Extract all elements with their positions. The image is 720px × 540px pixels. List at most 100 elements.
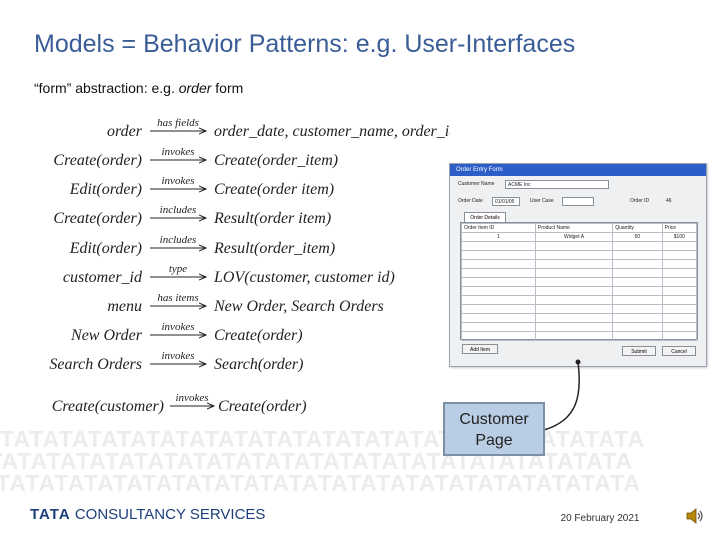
grid-cell: [612, 295, 663, 305]
grid-cell: [661, 241, 698, 251]
order-date-field[interactable]: 01/01/05: [492, 197, 520, 206]
order-id-label: Order ID: [630, 198, 650, 204]
grid-cell: [534, 304, 614, 314]
grid-cell: [612, 268, 663, 278]
table-row[interactable]: [461, 313, 698, 323]
mapping-target: Result(order_item): [213, 240, 335, 257]
grid-cell: [612, 241, 663, 251]
submit-button[interactable]: Submit: [622, 346, 656, 356]
table-row[interactable]: [461, 322, 698, 332]
grid-cell: [461, 304, 536, 314]
table-row[interactable]: [461, 250, 698, 260]
logo-rest: CONSULTANCY SERVICES: [74, 506, 266, 523]
grid-cell: [534, 250, 614, 260]
grid-cell: [534, 295, 614, 305]
mapping-relation: has fields: [157, 117, 199, 129]
grid-cell: [661, 250, 698, 260]
grid-cell: [612, 259, 663, 269]
grid-cell: $100: [661, 232, 698, 242]
grid-cell: [534, 313, 614, 323]
mapping-target: Result(order item): [213, 210, 331, 227]
mapping-relation: invokes: [162, 321, 195, 333]
grid-cell: [661, 286, 698, 296]
order-date-label: Order Date: [458, 198, 483, 204]
mapping-source: menu: [107, 298, 142, 315]
add-item-button[interactable]: Add Item: [462, 344, 498, 354]
mapping-relation: invokes: [176, 392, 209, 404]
pattern-line: TATATATATATATATATATATATATATATATATATATATA…: [0, 470, 642, 496]
grid-cell: [461, 277, 536, 287]
grid-header-cell: Quantity: [612, 223, 663, 233]
grid-cell: [461, 322, 536, 332]
form-title-bar: Order Entry Form: [450, 164, 706, 176]
mapping-relation: includes: [160, 204, 197, 216]
grid-cell: [661, 295, 698, 305]
grid-cell: Widget A: [534, 232, 614, 242]
table-row[interactable]: [461, 277, 698, 287]
grid-cell: [461, 250, 536, 260]
tab-order-details[interactable]: Order Details: [464, 212, 506, 223]
grid-cell: [461, 286, 536, 296]
subtitle-emphasis: order: [178, 80, 212, 96]
brand-pattern-background: TATATATATATATATATATATATATATATATATATATATA…: [0, 428, 720, 498]
mapping-relation: type: [169, 263, 187, 275]
grid-cell: [534, 241, 614, 251]
mapping-relation: includes: [160, 234, 197, 246]
table-row[interactable]: [461, 241, 698, 251]
grid-cell: [461, 295, 536, 305]
table-row[interactable]: [461, 304, 698, 314]
callout-line-1: Customer: [459, 411, 529, 428]
grid-cell: [612, 277, 663, 287]
user-case-field[interactable]: [562, 197, 594, 206]
customer-label: Customer Name: [458, 181, 495, 187]
mapping-source: Edit(order): [69, 240, 142, 257]
mapping-source: Create(customer): [52, 398, 164, 415]
grid-cell: [461, 331, 536, 341]
table-row[interactable]: [461, 295, 698, 305]
mapping-relation: invokes: [162, 350, 195, 362]
customer-page-callout: Customer Page: [443, 402, 545, 456]
slide-subtitle: “form” abstraction: e.g. order form: [34, 80, 243, 96]
mapping-target: Create(order): [218, 398, 307, 415]
grid-cell: [612, 331, 663, 341]
mapping-source: customer_id: [63, 269, 143, 286]
grid-cell: [612, 304, 663, 314]
grid-header-cell: Product Name: [534, 223, 614, 233]
customer-select[interactable]: ACME Inc: [505, 180, 609, 189]
grid-cell: [661, 331, 698, 341]
slide-title: Models = Behavior Patterns: e.g. User-In…: [34, 30, 576, 58]
table-row[interactable]: [461, 286, 698, 296]
mapping-source: New Order: [70, 327, 143, 344]
customer-value: ACME Inc: [508, 182, 531, 188]
grid-cell: [534, 322, 614, 332]
company-logo: TATA CONSULTANCY SERVICES: [30, 506, 265, 523]
grid-cell: [612, 322, 663, 332]
grid-cell: [461, 313, 536, 323]
mapping-source: Create(order): [53, 210, 142, 227]
grid-cell: [612, 250, 663, 260]
mapping-source: Search Orders: [49, 356, 142, 373]
grid-cell: [534, 268, 614, 278]
grid-cell: [661, 313, 698, 323]
grid-cell: [661, 259, 698, 269]
grid-header-cell: Price: [661, 223, 698, 233]
mapping-target: Search(order): [214, 356, 303, 373]
table-row[interactable]: [461, 259, 698, 269]
grid-cell: [461, 268, 536, 278]
subtitle-suffix: form: [211, 80, 244, 96]
callout-line-2: Page: [475, 432, 513, 449]
grid-cell: [534, 286, 614, 296]
cancel-button[interactable]: Cancel: [662, 346, 696, 356]
mapping-source: order: [107, 123, 143, 140]
table-row[interactable]: [461, 268, 698, 278]
mapping-target: Create(order_item): [214, 152, 338, 169]
speaker-icon[interactable]: [684, 505, 706, 527]
table-row[interactable]: [461, 331, 698, 341]
